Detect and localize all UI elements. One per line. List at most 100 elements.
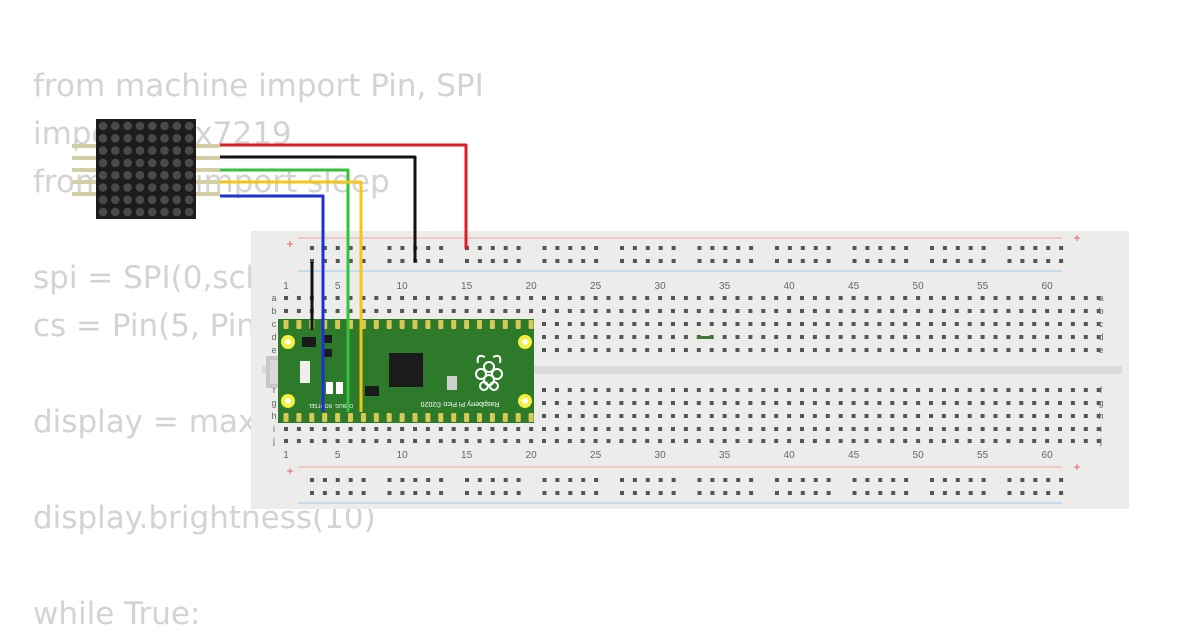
rail-hole[interactable]	[400, 246, 405, 250]
breadboard-hole[interactable]	[451, 309, 456, 313]
rail-hole[interactable]	[904, 491, 909, 495]
breadboard-hole[interactable]	[671, 309, 675, 313]
pico-pin[interactable]	[438, 320, 444, 329]
breadboard-hole[interactable]	[812, 439, 817, 443]
breadboard-hole[interactable]	[503, 427, 508, 431]
breadboard-hole[interactable]	[916, 348, 921, 352]
rail-hole[interactable]	[658, 259, 663, 263]
pico-pin[interactable]	[528, 413, 534, 422]
breadboard-hole[interactable]	[658, 335, 663, 339]
rail-hole[interactable]	[426, 246, 431, 250]
breadboard-hole[interactable]	[619, 296, 624, 300]
breadboard-hole[interactable]	[800, 296, 804, 300]
breadboard-hole[interactable]	[761, 348, 766, 352]
breadboard-hole[interactable]	[619, 388, 624, 392]
pico-pin[interactable]	[412, 413, 418, 422]
breadboard-hole[interactable]	[851, 401, 856, 405]
breadboard-hole[interactable]	[916, 296, 921, 300]
rail-hole[interactable]	[632, 478, 637, 482]
breadboard-hole[interactable]	[761, 309, 766, 313]
breadboard-hole[interactable]	[361, 427, 366, 431]
rail-hole[interactable]	[490, 478, 495, 482]
rail-hole[interactable]	[310, 478, 314, 482]
breadboard-hole[interactable]	[645, 427, 650, 431]
breadboard-hole[interactable]	[348, 439, 353, 443]
breadboard-hole[interactable]	[993, 439, 998, 443]
breadboard-hole[interactable]	[748, 414, 753, 418]
breadboard-hole[interactable]	[838, 296, 843, 300]
breadboard-hole[interactable]	[980, 322, 985, 326]
breadboard-hole[interactable]	[671, 401, 675, 405]
rail-hole[interactable]	[465, 491, 469, 495]
breadboard-hole[interactable]	[877, 296, 882, 300]
rail-hole[interactable]	[503, 478, 508, 482]
pico-pin[interactable]	[373, 413, 379, 422]
rail-hole[interactable]	[1020, 259, 1025, 263]
breadboard-hole[interactable]	[567, 401, 572, 405]
breadboard-hole[interactable]	[632, 439, 637, 443]
breadboard-hole[interactable]	[980, 439, 985, 443]
breadboard-hole[interactable]	[748, 335, 753, 339]
breadboard-hole[interactable]	[580, 309, 585, 313]
breadboard-hole[interactable]	[671, 439, 675, 443]
breadboard-hole[interactable]	[413, 439, 417, 443]
breadboard-hole[interactable]	[658, 388, 663, 392]
pico-pin[interactable]	[399, 320, 405, 329]
breadboard-hole[interactable]	[451, 427, 456, 431]
breadboard-hole[interactable]	[748, 296, 753, 300]
pico-pin[interactable]	[502, 320, 508, 329]
breadboard-hole[interactable]	[542, 309, 546, 313]
pico-pin[interactable]	[335, 413, 341, 422]
breadboard-hole[interactable]	[800, 388, 804, 392]
rail-hole[interactable]	[1059, 491, 1064, 495]
breadboard-hole[interactable]	[619, 439, 624, 443]
rail-hole[interactable]	[426, 478, 431, 482]
breadboard-hole[interactable]	[980, 335, 985, 339]
rail-hole[interactable]	[736, 259, 741, 263]
breadboard-hole[interactable]	[658, 401, 663, 405]
pico-pin[interactable]	[322, 413, 328, 422]
breadboard-hole[interactable]	[851, 388, 856, 392]
breadboard-hole[interactable]	[567, 388, 572, 392]
rail-hole[interactable]	[955, 491, 960, 495]
rail-hole[interactable]	[542, 259, 547, 263]
breadboard-hole[interactable]	[361, 439, 366, 443]
rail-hole[interactable]	[1007, 478, 1012, 482]
breadboard-hole[interactable]	[1045, 309, 1050, 313]
breadboard-hole[interactable]	[645, 401, 650, 405]
breadboard-hole[interactable]	[1006, 296, 1011, 300]
breadboard-hole[interactable]	[554, 427, 559, 431]
breadboard-hole[interactable]	[529, 439, 534, 443]
rail-hole[interactable]	[775, 246, 779, 250]
breadboard-hole[interactable]	[593, 401, 598, 405]
breadboard-hole[interactable]	[1058, 388, 1062, 392]
rail-hole[interactable]	[800, 491, 805, 495]
breadboard-hole[interactable]	[864, 439, 869, 443]
breadboard-hole[interactable]	[748, 388, 753, 392]
rail-hole[interactable]	[800, 259, 805, 263]
breadboard-hole[interactable]	[903, 401, 908, 405]
breadboard-hole[interactable]	[296, 439, 301, 443]
breadboard-hole[interactable]	[619, 414, 624, 418]
pico-pin[interactable]	[425, 413, 431, 422]
breadboard-hole[interactable]	[993, 414, 998, 418]
breadboard-hole[interactable]	[1032, 335, 1037, 339]
rail-hole[interactable]	[981, 246, 986, 250]
breadboard-hole[interactable]	[722, 309, 727, 313]
rail-hole[interactable]	[542, 478, 547, 482]
breadboard-hole[interactable]	[838, 439, 843, 443]
pico-pin[interactable]	[335, 320, 341, 329]
rail-hole[interactable]	[878, 491, 883, 495]
breadboard-hole[interactable]	[400, 296, 405, 300]
pico-pin[interactable]	[464, 320, 470, 329]
breadboard-hole[interactable]	[374, 439, 379, 443]
breadboard-hole[interactable]	[735, 322, 740, 326]
breadboard-hole[interactable]	[851, 296, 856, 300]
breadboard-hole[interactable]	[1006, 309, 1011, 313]
rail-hole[interactable]	[387, 491, 392, 495]
rail-hole[interactable]	[671, 491, 676, 495]
breadboard-hole[interactable]	[529, 296, 534, 300]
breadboard-hole[interactable]	[800, 414, 804, 418]
breadboard-hole[interactable]	[812, 414, 817, 418]
rail-hole[interactable]	[335, 246, 340, 250]
